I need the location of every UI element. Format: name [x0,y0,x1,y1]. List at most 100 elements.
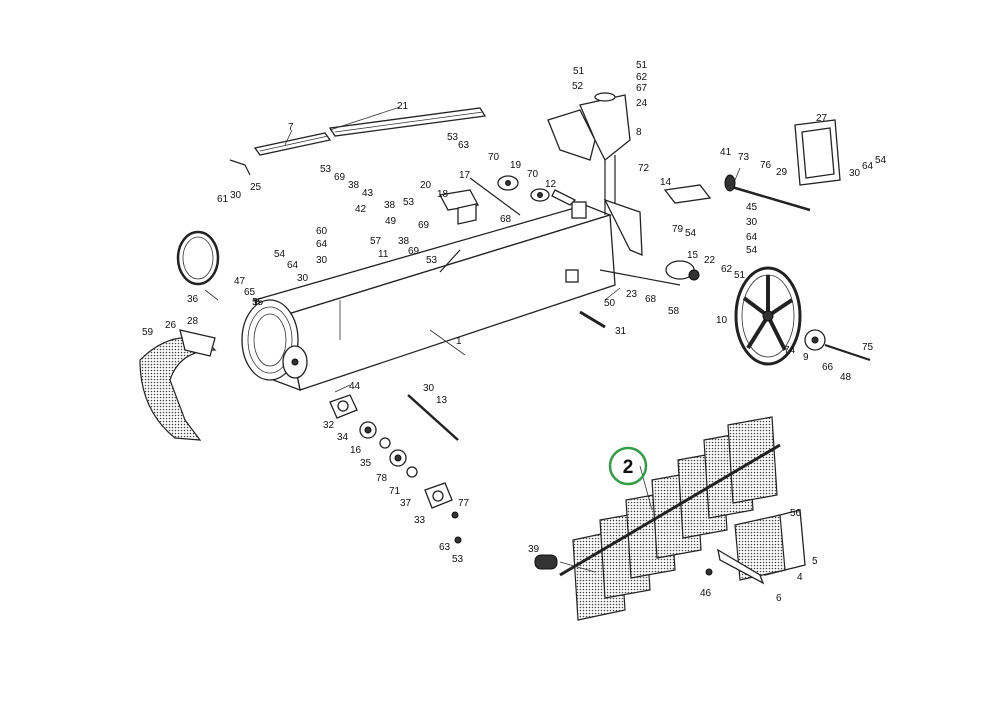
rod-31 [579,310,606,329]
label-45: 45 [746,202,758,213]
label-60: 60 [316,226,328,237]
label-20: 20 [420,180,432,191]
bracket-8 [547,92,643,256]
label-30b: 30 [316,255,328,266]
label-49: 49 [385,216,397,227]
label-25: 25 [250,182,262,193]
label-38b: 38 [384,200,396,211]
label-54b: 54 [875,155,887,166]
label-30c: 30 [297,273,309,284]
main-beam [253,201,616,392]
label-37: 37 [400,498,412,509]
label-51b: 51 [636,60,648,71]
label-30f: 30 [746,217,758,228]
label-44: 44 [349,381,361,392]
label-53c: 53 [403,197,415,208]
label-64c: 64 [862,161,874,172]
label-14: 14 [660,177,672,188]
label-30: 30 [230,190,242,201]
label-53b: 53 [447,132,459,143]
label-27: 27 [816,113,828,124]
label-9: 9 [803,352,809,363]
label-33: 33 [414,515,426,526]
label-53: 53 [320,164,332,175]
label-22: 22 [704,255,716,266]
label-50: 50 [604,298,616,309]
label-31: 31 [615,326,627,337]
label-52: 52 [572,81,584,92]
label-47: 47 [234,276,246,287]
label-72: 72 [638,163,650,174]
label-65: 65 [244,287,256,298]
label-18: 18 [437,189,449,200]
label-12: 12 [545,179,557,190]
top-brackets [439,175,577,225]
label-54c: 54 [746,245,758,256]
label-4: 4 [797,572,803,583]
label-76: 76 [760,160,772,171]
drum-assembly [241,299,308,381]
label-39: 39 [528,544,540,555]
label-69b: 69 [418,220,430,231]
label-7: 7 [288,122,294,133]
label-67: 67 [636,83,648,94]
label-51c: 51 [734,270,746,281]
label-5: 5 [812,556,818,567]
callout-labels: 21 7 25 30 61 53 69 38 43 53 63 70 19 70… [142,60,887,604]
label-64d: 64 [746,232,758,243]
label-70b: 70 [527,169,539,180]
label-51: 51 [573,66,585,77]
label-48: 48 [840,372,852,383]
label-68b: 68 [645,294,657,305]
label-43: 43 [362,188,374,199]
label-71: 71 [389,486,401,497]
label-41: 41 [720,147,732,158]
label-61: 61 [217,194,229,205]
label-38c: 38 [398,236,410,247]
label-69c: 69 [408,246,420,257]
label-1: 1 [456,336,462,347]
label-30d: 30 [423,383,435,394]
label-42: 42 [355,204,367,215]
label-10: 10 [716,315,728,326]
label-63b: 63 [439,542,451,553]
label-30e: 30 [849,168,861,179]
bearing-stack [329,394,462,544]
label-62b: 62 [721,264,733,275]
label-46: 46 [700,588,712,599]
label-74: 74 [784,345,796,356]
top-rails [229,107,487,176]
label-16: 16 [350,445,362,456]
label-34: 34 [337,432,349,443]
label-35: 35 [360,458,372,469]
wheel-10 [734,266,802,366]
label-66: 66 [822,362,834,373]
label-23: 23 [626,289,638,300]
leader-lines [204,106,741,573]
plate-27 [794,119,841,186]
label-13: 13 [436,395,448,406]
label-21: 21 [397,101,409,112]
label-68: 68 [500,214,512,225]
label-8: 8 [636,127,642,138]
label-36: 36 [187,294,199,305]
label-55: 55 [252,297,264,308]
label-57: 57 [370,236,382,247]
callout-number: 2 [623,457,634,478]
label-29: 29 [776,167,788,178]
shield-26 [139,336,217,441]
label-6: 6 [776,593,782,604]
label-17: 17 [459,170,471,181]
label-28: 28 [187,316,199,327]
label-19: 19 [510,160,522,171]
label-75: 75 [862,342,874,353]
label-15: 15 [687,250,699,261]
label-79: 79 [672,224,684,235]
label-24: 24 [636,98,648,109]
shaft-29 [663,174,811,212]
label-64b: 64 [287,260,299,271]
label-11: 11 [378,249,389,260]
label-38: 38 [348,180,360,191]
